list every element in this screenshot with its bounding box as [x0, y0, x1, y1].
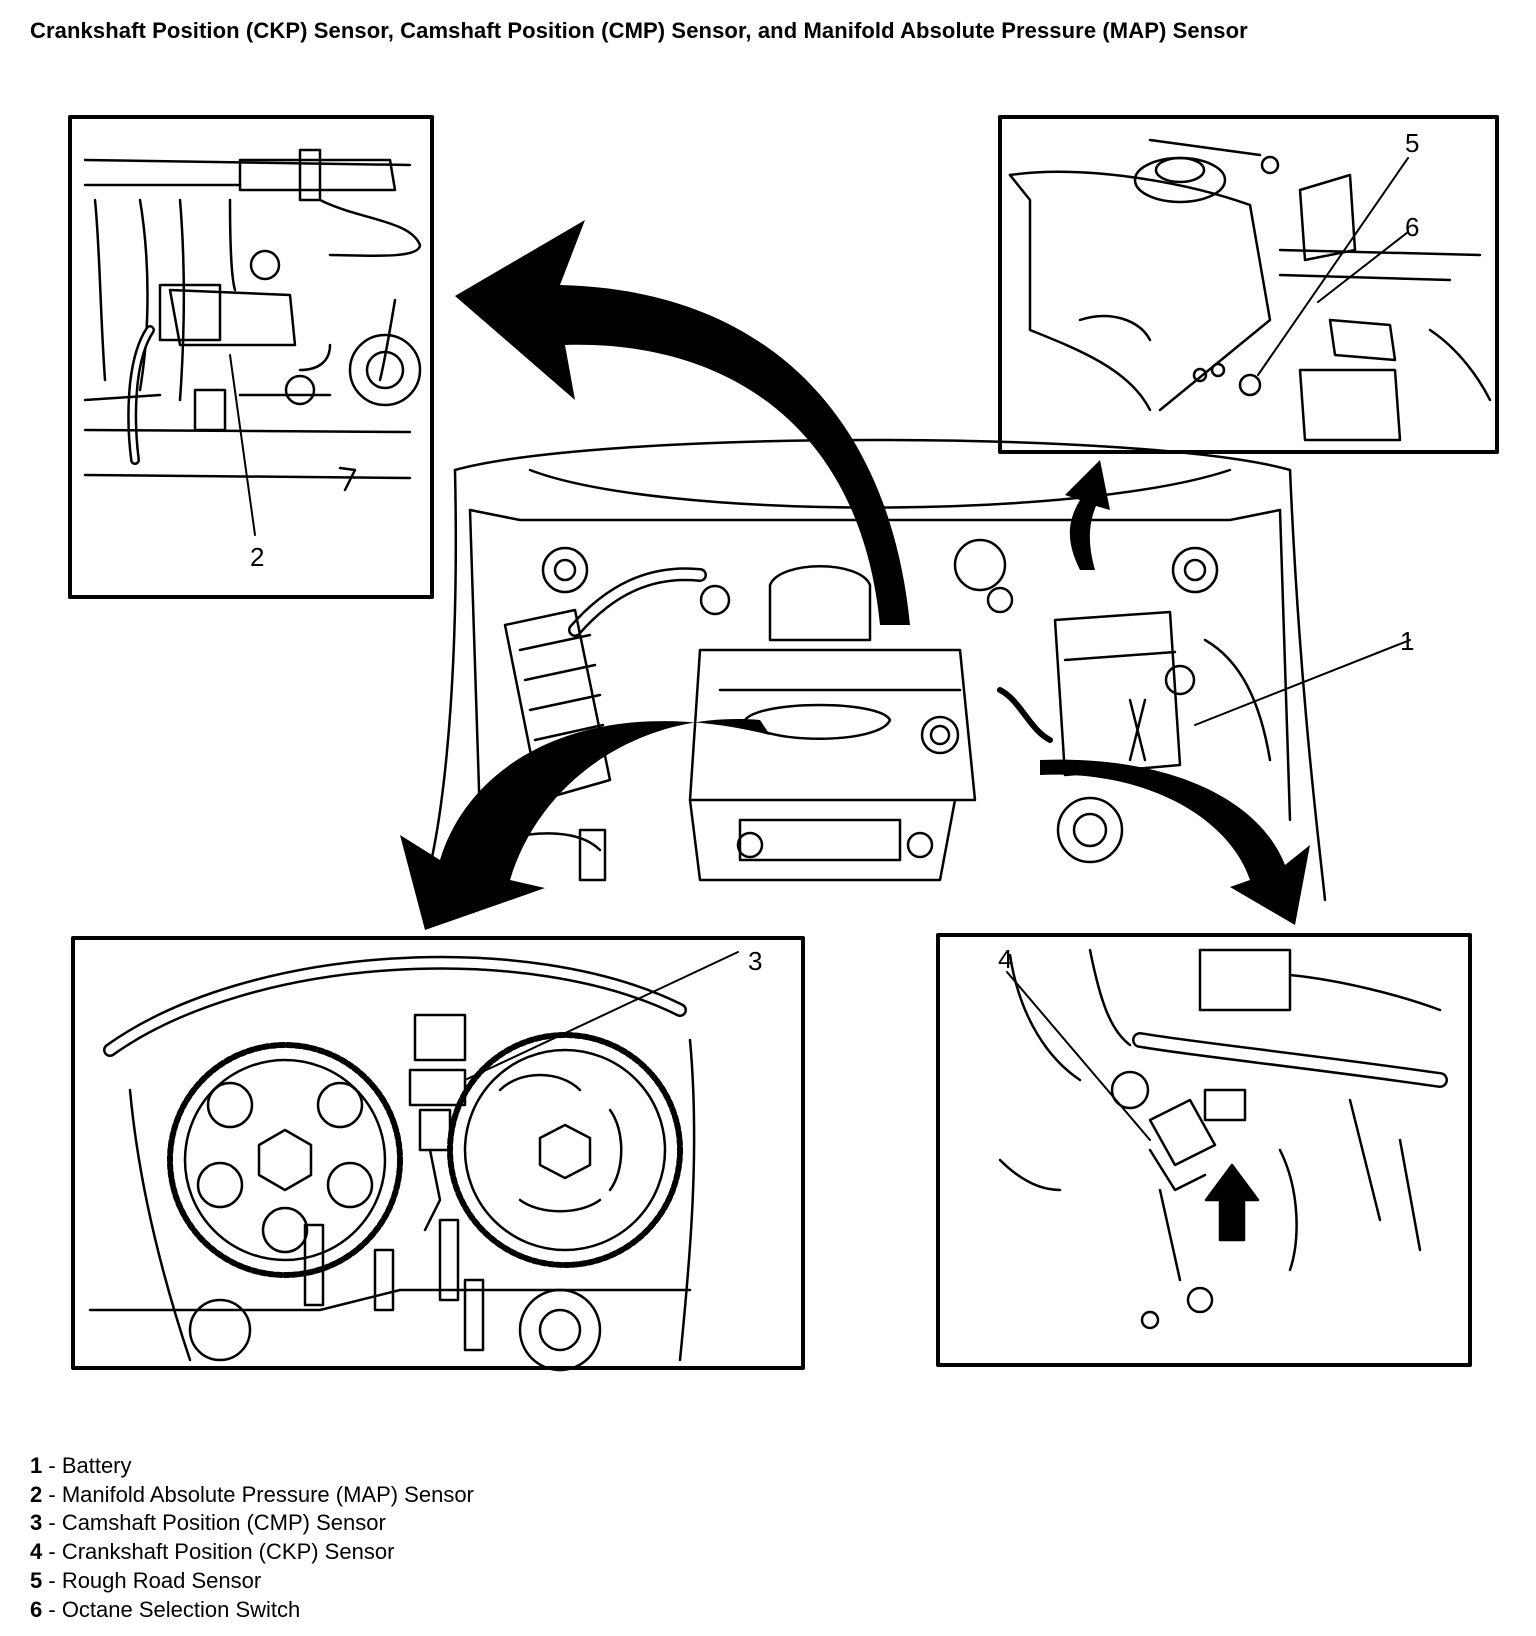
legend-label: Octane Selection Switch — [61, 1596, 301, 1622]
legend-item-rough-road-sensor: 5 - Rough Road Sensor — [30, 1567, 474, 1596]
legend-number: 3 — [30, 1510, 43, 1536]
arrow-to-map-inset — [455, 220, 910, 625]
legend-item-octane-switch: 6 - Octane Selection Switch — [30, 1596, 474, 1625]
legend-separator: - — [42, 1596, 62, 1622]
legend-label: Battery — [61, 1453, 132, 1478]
legend-number: 5 — [30, 1567, 43, 1593]
inset-cmp-sensor — [71, 936, 805, 1372]
legend-item-cmp-sensor: 3 - Camshaft Position (CMP) Sensor — [30, 1509, 474, 1538]
callout-2: 2 — [250, 542, 264, 572]
legend-label: Camshaft Position (CMP) Sensor — [61, 1510, 386, 1536]
legend-label: Crankshaft Position (CKP) Sensor — [61, 1539, 395, 1565]
legend-item-ckp-sensor: 4 - Crankshaft Position (CKP) Sensor — [30, 1538, 474, 1567]
diagram-title: Crankshaft Position (CKP) Sensor, Camsha… — [30, 18, 1248, 43]
leader-battery — [1194, 639, 1411, 726]
legend-separator: - — [42, 1539, 62, 1565]
legend-number: 6 — [30, 1596, 43, 1622]
callout-4: 4 — [998, 944, 1012, 974]
engine-bay-overview — [418, 438, 1327, 902]
legend-separator: - — [42, 1510, 62, 1536]
callout-5: 5 — [1405, 128, 1419, 158]
legend-separator: - — [42, 1567, 62, 1593]
legend: 1 - Battery 2 - Manifold Absolute Pressu… — [30, 1452, 474, 1624]
legend-number: 2 — [30, 1481, 43, 1507]
legend-item-battery: 1 - Battery — [30, 1452, 474, 1481]
arrow-to-ckp-inset — [1040, 759, 1310, 925]
legend-separator: - — [42, 1481, 62, 1507]
arrow-to-rough-road-inset — [1065, 460, 1110, 570]
legend-separator: - — [42, 1453, 62, 1478]
legend-number: 4 — [30, 1539, 43, 1565]
callout-1: 1 — [1400, 626, 1414, 656]
inset-rough-road-octane — [998, 115, 1499, 454]
callout-6: 6 — [1405, 212, 1419, 242]
legend-label: Manifold Absolute Pressure (MAP) Sensor — [61, 1481, 474, 1507]
legend-item-map-sensor: 2 - Manifold Absolute Pressure (MAP) Sen… — [30, 1481, 474, 1510]
legend-label: Rough Road Sensor — [61, 1567, 262, 1593]
callout-3: 3 — [748, 946, 762, 976]
legend-number: 1 — [30, 1453, 43, 1478]
inset-ckp-sensor — [936, 933, 1472, 1367]
arrow-to-cmp-inset — [400, 719, 770, 930]
inset-map-sensor — [68, 115, 434, 599]
